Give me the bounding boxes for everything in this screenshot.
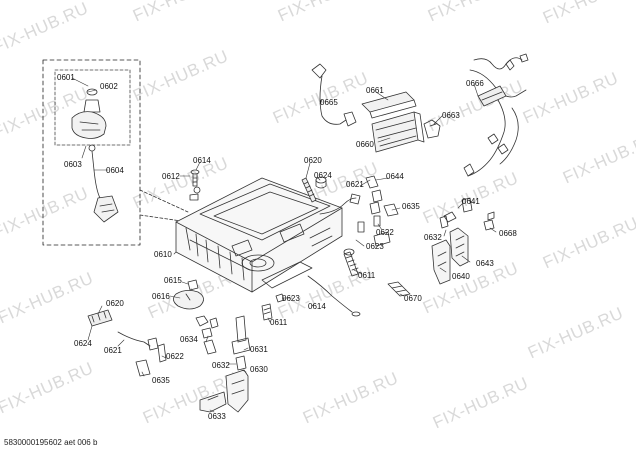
part-label: 0620 bbox=[304, 156, 322, 165]
sensor-cable-top bbox=[319, 193, 361, 215]
float-strip-top bbox=[301, 176, 327, 203]
part-label: 0601 bbox=[57, 73, 75, 82]
part-label: 0630 bbox=[250, 365, 268, 374]
part-label: 0635 bbox=[402, 202, 420, 211]
part-label: 0602 bbox=[100, 82, 118, 91]
part-label: 0641 bbox=[462, 197, 480, 206]
part-label: 0632 bbox=[424, 233, 442, 242]
part-label: 0632 bbox=[212, 361, 230, 370]
wiring-harness bbox=[463, 53, 529, 177]
part-label: 0622 bbox=[166, 352, 184, 361]
bracket-right bbox=[431, 197, 495, 285]
part-label: 0622 bbox=[376, 228, 394, 237]
part-label: 0670 bbox=[404, 294, 422, 303]
part-label: 0661 bbox=[366, 86, 384, 95]
part-label: 0611 bbox=[270, 318, 288, 327]
part-label: 0620 bbox=[106, 299, 124, 308]
document-code: 5830000195602 aet 006 b bbox=[4, 438, 98, 447]
part-label: 0604 bbox=[106, 166, 124, 175]
screw-parts-top bbox=[189, 169, 201, 201]
part-label: 0663 bbox=[442, 111, 460, 120]
part-label: 0668 bbox=[499, 229, 517, 238]
part-label: 0640 bbox=[452, 272, 470, 281]
part-label: 0614 bbox=[193, 156, 211, 165]
part-label: 0615 bbox=[164, 276, 182, 285]
part-label: 0610 bbox=[154, 250, 172, 259]
part-label: 0635 bbox=[152, 376, 170, 385]
clip-part bbox=[387, 281, 411, 297]
part-label: 0621 bbox=[104, 346, 122, 355]
part-label: 0660 bbox=[356, 140, 374, 149]
bolt-parts-center bbox=[343, 248, 359, 277]
leader-lines bbox=[71, 77, 497, 413]
holder-parts bbox=[361, 91, 425, 153]
part-label: 0623 bbox=[366, 242, 384, 251]
bolt-parts-bottom bbox=[261, 293, 285, 321]
hose-part bbox=[311, 63, 357, 127]
part-label: 0644 bbox=[386, 172, 404, 181]
base-frame bbox=[175, 177, 343, 293]
bottom-bracket-assembly bbox=[199, 315, 251, 413]
part-label: 0624 bbox=[314, 171, 332, 180]
switch-parts-right bbox=[357, 175, 399, 247]
part-label: 0624 bbox=[74, 339, 92, 348]
part-label: 0603 bbox=[64, 160, 82, 169]
part-label: 0621 bbox=[346, 180, 364, 189]
connector-part bbox=[423, 119, 441, 139]
part-label: 0666 bbox=[466, 79, 484, 88]
sensor-cable-bottom-right bbox=[307, 275, 361, 317]
part-label: 0633 bbox=[208, 412, 226, 421]
inlet-valve-assembly bbox=[71, 88, 119, 223]
part-label: 0611 bbox=[358, 271, 376, 280]
part-label: 0612 bbox=[162, 172, 180, 181]
part-label: 0616 bbox=[152, 292, 170, 301]
part-label: 0665 bbox=[320, 98, 338, 107]
part-label: 0623 bbox=[282, 294, 300, 303]
part-label: 0631 bbox=[250, 345, 268, 354]
left-cluster-parts bbox=[87, 279, 219, 377]
part-label: 0614 bbox=[308, 302, 326, 311]
part-label: 0634 bbox=[180, 335, 198, 344]
part-label: 0643 bbox=[476, 259, 494, 268]
